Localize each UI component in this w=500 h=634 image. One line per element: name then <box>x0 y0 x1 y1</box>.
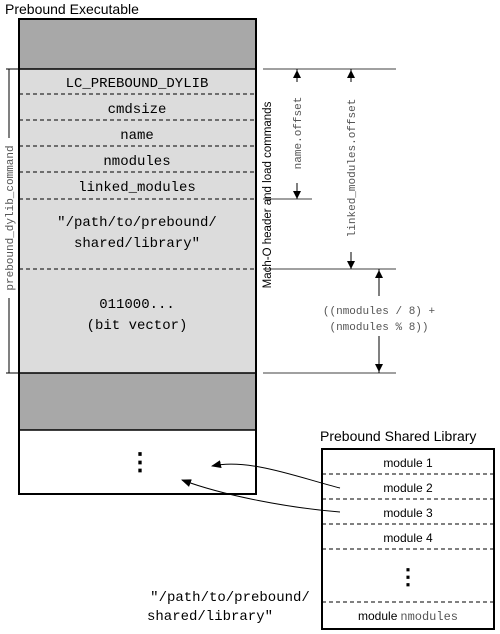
bitvector-size-dimension <box>375 269 383 373</box>
field-bits-line2: (bit vector) <box>87 318 188 334</box>
field-path-line2: shared/library" <box>74 236 200 252</box>
left-title: Prebound Executable <box>5 1 139 17</box>
field-path-line1: "/path/to/prebound/ <box>57 215 217 231</box>
library-ellipsis: ⋮ <box>397 564 419 589</box>
module-2: module 2 <box>383 481 433 495</box>
module-3: module 3 <box>383 506 433 520</box>
right-title: Prebound Shared Library <box>320 428 476 444</box>
shared-library-outline <box>321 448 495 630</box>
executable-outline <box>18 18 257 495</box>
executable-ellipsis: ⋮ <box>128 449 152 476</box>
field-name: name <box>120 128 154 144</box>
left-brace-label: prebound_dylib_command <box>5 145 17 290</box>
header-block <box>19 19 256 69</box>
module-2-arrow <box>211 460 341 489</box>
vertical-label: Mach-O header and load commands <box>262 101 274 288</box>
field-bits-line1: 011000... <box>99 297 175 313</box>
offset-guides <box>263 68 396 374</box>
size-formula-line2: (nmodules % 8)) <box>329 322 428 334</box>
module-1: module 1 <box>383 456 433 470</box>
module-4: module 4 <box>383 531 433 545</box>
field-separators <box>19 93 256 270</box>
module-3-arrow <box>181 479 341 513</box>
field-nmodules: nmodules <box>103 154 170 170</box>
module-separators <box>322 473 494 603</box>
library-path-line1: "/path/to/prebound/ <box>150 590 310 606</box>
field-cmdsize: cmdsize <box>108 102 167 118</box>
field-linked-modules: linked_modules <box>78 180 196 196</box>
field-lc-prebound-dylib: LC_PREBOUND_DYLIB <box>66 76 209 92</box>
linked-offset-dimension <box>347 69 355 269</box>
trailing-block <box>19 373 256 430</box>
size-formula-line1: ((nmodules / 8) + <box>323 306 435 318</box>
name-offset-label: name.offset <box>293 97 305 170</box>
linked-offset-label: linked_modules.offset <box>347 99 359 238</box>
library-path-line2: shared/library" <box>147 609 273 625</box>
name-offset-dimension <box>293 69 301 199</box>
